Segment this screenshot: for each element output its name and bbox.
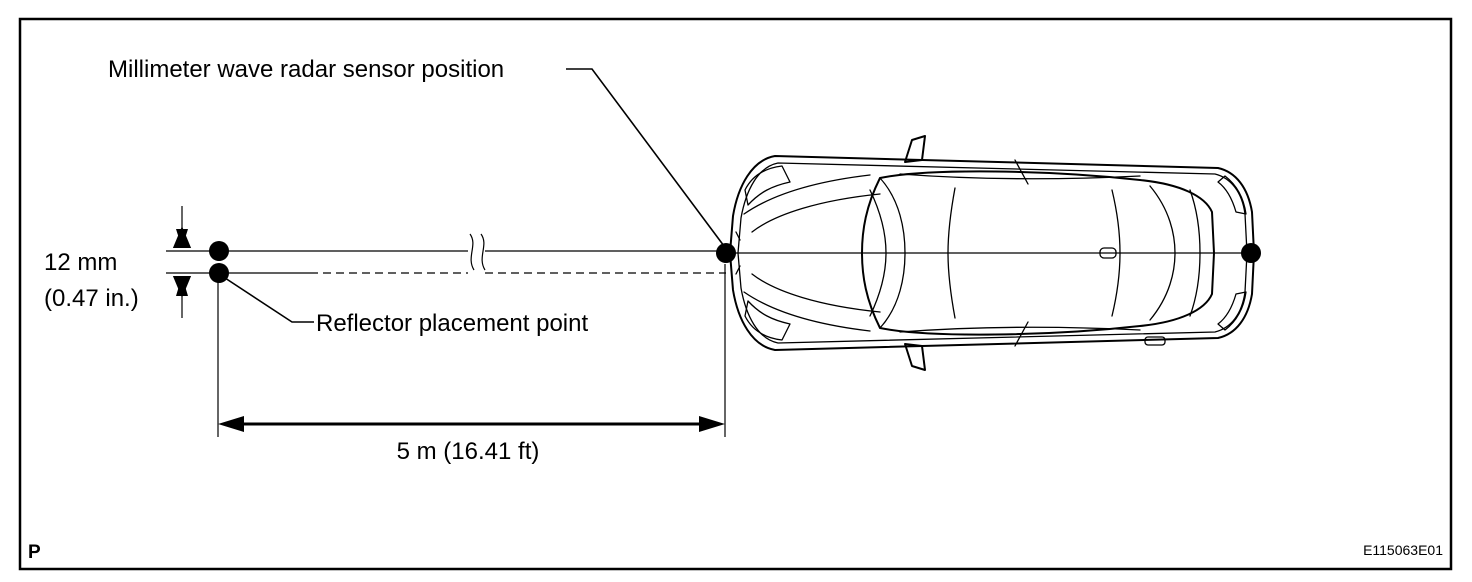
door-line-upper <box>899 173 1141 180</box>
front-grille <box>735 231 741 275</box>
reflector-point-leader <box>221 275 314 323</box>
door-split-upper <box>1014 159 1029 185</box>
hood-line-upper <box>743 174 871 215</box>
mirror-upper <box>904 135 926 163</box>
mirror-lower <box>904 343 926 371</box>
height-mm-label: 12 mm <box>44 249 117 276</box>
distance-arrow-left <box>218 416 244 432</box>
reflector-point-label: Reflector placement point <box>316 310 588 337</box>
headlight-lower <box>744 300 791 341</box>
taillight-lower <box>1217 291 1247 331</box>
distance-arrow-right <box>699 416 725 432</box>
height-in-label: (0.47 in.) <box>44 285 139 312</box>
hood-crease-lower <box>751 273 881 313</box>
hood-crease-upper <box>751 193 881 233</box>
car-body-outline <box>729 155 1255 351</box>
distance-label: 5 m (16.41 ft) <box>397 438 540 465</box>
corner-letter: P <box>28 542 41 563</box>
sensor-position-leader <box>566 68 725 247</box>
height-arrow-top-head <box>176 229 188 248</box>
reflector-point-dot <box>209 263 229 283</box>
rear-center-point-dot <box>1241 243 1261 263</box>
height-arrow-bottom-head <box>176 276 188 296</box>
fuel-door <box>1144 336 1166 346</box>
hood-line-lower <box>743 291 871 332</box>
door-line-lower <box>899 326 1141 333</box>
figure-frame <box>18 17 1453 571</box>
taillight-upper <box>1217 175 1247 215</box>
break-mark-left <box>469 233 475 271</box>
break-mark-right <box>480 233 486 271</box>
sensor-position-label: Millimeter wave radar sensor position <box>108 56 504 83</box>
center-point-dot <box>209 241 229 261</box>
figure-code: E115063E01 <box>1363 542 1443 558</box>
door-split-lower <box>1014 321 1029 347</box>
headlight-upper <box>744 165 791 206</box>
height-dimension <box>172 206 192 318</box>
cabin-outline <box>861 170 1215 336</box>
car-body-inner-outline <box>737 162 1248 344</box>
sensor-point-dot <box>716 243 736 263</box>
